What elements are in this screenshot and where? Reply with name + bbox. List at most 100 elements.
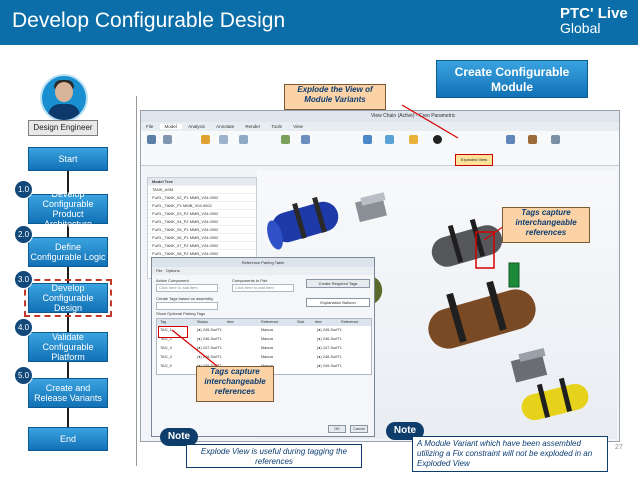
reference-pairing-icon[interactable] [363,135,372,144]
tree-row[interactable]: FUEL_TANK_02_P1 MMB_V04.0002 [148,194,256,202]
table-row-ref: (●) 246-SurfT1 [197,337,222,341]
tree-row[interactable]: FUEL_TANK_06_P1 MMB_V04.0002 [148,234,256,242]
tab-view[interactable]: View [293,124,303,129]
grid-header-item: Item [227,320,235,324]
create-tags-field[interactable] [156,302,218,310]
tree-row[interactable]: FUEL_TANK_P1 MMB_V04.0002 [148,202,256,210]
pointer-tags-left [171,329,223,371]
regenerate-icon[interactable] [147,135,156,144]
role-label: Design Engineer [28,120,98,136]
active-component-placeholder: Click here to add item [159,285,198,290]
table-row-tag[interactable]: TAG_2 [160,337,172,341]
table-row-tag[interactable]: TAG_1 [160,328,172,332]
show-optional-checkbox[interactable]: Show Optional Pairing Tags [156,311,206,316]
creo-app-window: View Chain (Active) - Creo Parametric Fi… [140,110,620,442]
note-left-text: Explode View is useful during tagging th… [186,444,362,468]
assemble-icon[interactable] [201,135,210,144]
components-to-pair-field[interactable]: Click here to add item [232,284,294,292]
yellow-tank[interactable] [519,377,591,423]
dialog-ok-button[interactable]: OK [328,425,346,433]
create-configurable-module-button[interactable]: Create Configurable Module [436,60,588,98]
brown-tank[interactable] [424,262,541,353]
tree-row[interactable]: FUEL_TANK_07_P2 MMB_V04.0002 [148,242,256,250]
table-row-ref: (●) 245-SurfT1 [197,328,222,332]
tab-tools[interactable]: Tools [271,124,282,129]
grid-header-status: Status [197,320,208,324]
copy-icon[interactable] [163,135,172,144]
highlighted-tag-cell [158,326,188,338]
component-icon[interactable] [506,135,515,144]
highlight-tag-box [475,231,495,269]
table-row-ref2: (●) 246-SurfT1 [317,337,342,341]
table-row-tag[interactable]: TAG_3 [160,346,172,350]
module-variant-icon[interactable] [301,135,310,144]
note-badge-right: Note [386,422,424,440]
tag-icon[interactable] [385,135,394,144]
tree-row[interactable]: FUEL_TANK_03_P2 MMB_V04.0002 [148,210,256,218]
table-row-ref: (●) 247-SurfT1 [197,346,222,350]
gray-tank[interactable] [428,218,505,270]
dialog-title: Reference Pairing Table [152,258,374,267]
table-row-tag[interactable]: TAG_4 [160,355,172,359]
bill-of-materials-icon[interactable] [528,135,537,144]
explode-view-callout: Explode the View of Module Variants [284,84,386,110]
flow-step-3-current[interactable]: Develop Configurable Design [24,279,112,317]
step-number-1: 1.0 [14,180,33,199]
blue-tank[interactable] [264,196,342,251]
tab-analysis[interactable]: Analysis [188,124,205,129]
create-tags-label: Create Tags based on assembly [156,296,214,301]
table-row-type: Manual [261,337,274,341]
tree-row[interactable]: FUEL_TANK_05_P1 MMB_V04.0002 [148,226,256,234]
configuration-icon[interactable] [281,135,290,144]
dialog-cancel-button[interactable]: Cancel [350,425,368,433]
ribbon-tabs: File Model Analysis Annotate Render Tool… [141,122,619,131]
tags-left-callout: Tags capture interchangeable references [196,366,274,402]
tree-row[interactable]: TANK_ASM [148,186,256,194]
table-row-type: Manual [261,355,274,359]
grid-header-reference: Reference [261,320,279,324]
dialog-tab-options[interactable]: Options [165,268,180,273]
flow-step-2[interactable]: Define Configurable Logic [28,237,108,267]
tab-render[interactable]: Render [245,124,261,129]
flow-step-4[interactable]: Validate Configurable Platform [28,332,108,362]
reference-viewer-icon[interactable] [551,135,560,144]
flow-start: Start [28,147,108,171]
table-row-ref2: (●) 245-SurfT1 [317,328,342,332]
header-bar: Develop Configurable Design PTC' Live Gl… [0,0,638,45]
flow-step-5[interactable]: Create and Release Variants [28,378,108,408]
dialog-menu: File Options [152,267,374,275]
flow-end: End [28,427,108,451]
exploded-view-button[interactable]: Exploded View [455,154,493,166]
tab-annotate[interactable]: Annotate [216,124,235,129]
table-row-ref2: (●) 249-SurfT1 [317,364,342,368]
display-icon[interactable] [409,135,418,144]
design-engineer-avatar [40,74,88,122]
reference-pairing-dialog: Reference Pairing Table File Options Act… [151,257,375,437]
app-title-bar: View Chain (Active) - Creo Parametric [141,111,619,122]
table-row-tag[interactable]: TAG_5 [160,364,172,368]
appearance-icon[interactable] [433,135,442,144]
active-component-field[interactable]: Click here to add item [156,284,218,292]
flow-step-1[interactable]: Develop Configurable Product Architectur… [28,189,108,229]
model-tree-header: Model Tree [148,178,256,186]
create-required-tags-button[interactable]: Create Required Tags [306,279,370,288]
table-row-type: Manual [261,346,274,350]
create-icon[interactable] [219,135,228,144]
swimlane-divider [136,96,137,466]
table-row-ref: (●) 248-SurfT1 [197,355,222,359]
grid-header-reference-2: Reference [341,320,359,324]
page-number: 27 [615,444,623,451]
tab-file[interactable]: File [146,124,154,129]
gray-bracket-block[interactable] [510,347,548,383]
explanation-balloon-field[interactable]: Explanation Balloon [306,298,370,307]
tree-row[interactable]: FUEL_TANK_04_P2 MMB_V04.0002 [148,218,256,226]
grey-mount-block[interactable] [354,192,388,223]
step-number-5: 5.0 [14,366,33,385]
grid-header-tag: Tag [160,320,167,324]
dialog-tab-file[interactable]: File [156,268,163,273]
ptc-live-logo: PTC' Live Global [560,6,628,35]
tab-model[interactable]: Model [159,124,182,129]
set-representation-icon[interactable] [239,135,248,144]
note-right-text: A Module Variant which have been assembl… [412,436,608,472]
